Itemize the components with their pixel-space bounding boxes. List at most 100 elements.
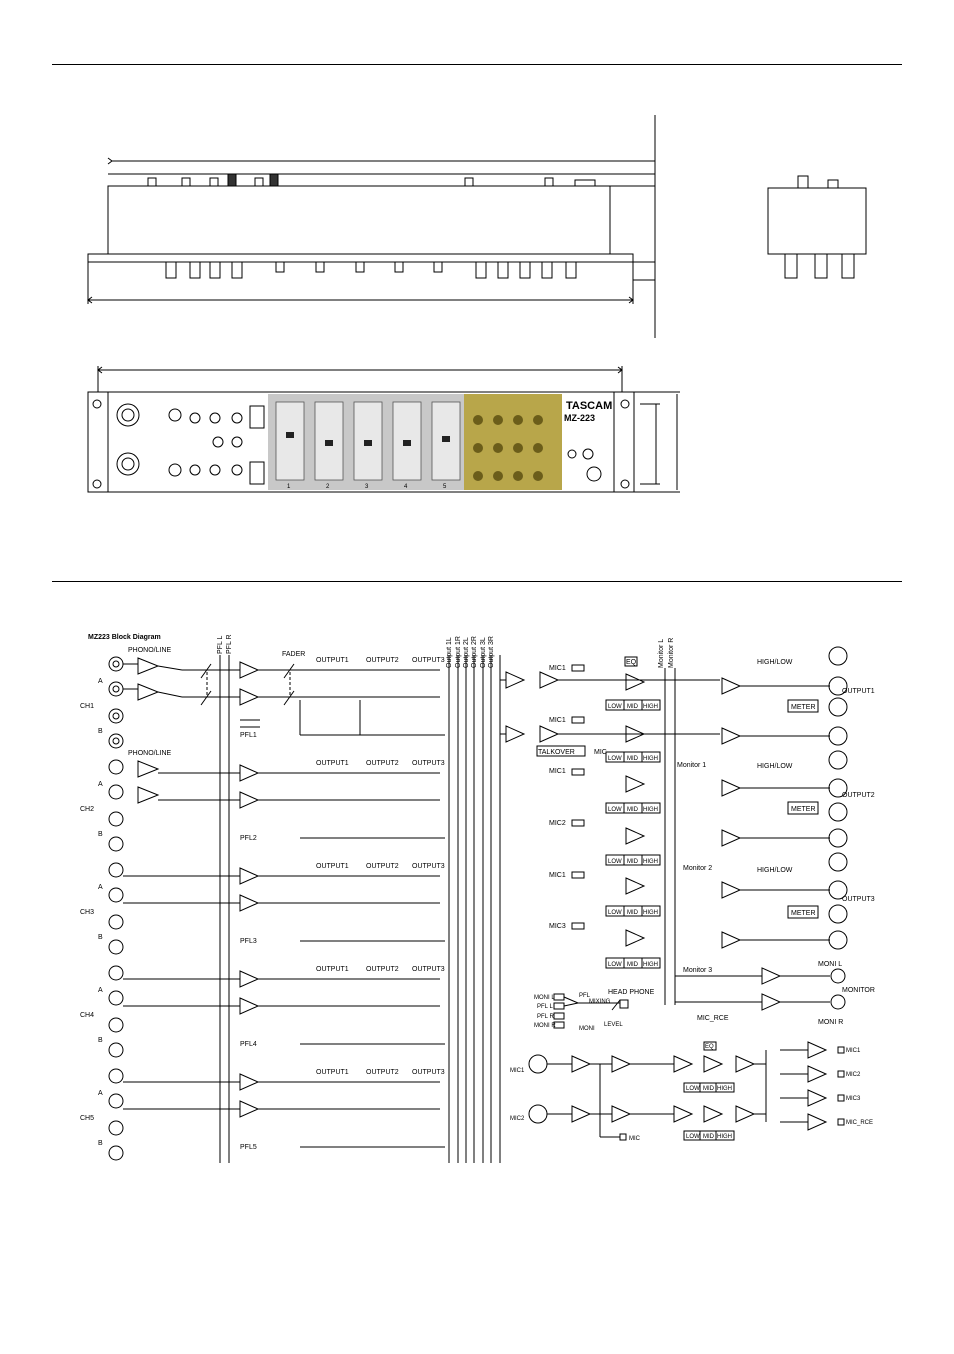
ch4-label: CH4 bbox=[80, 1012, 94, 1019]
mic-rce-out: MIC_RCE bbox=[697, 1015, 729, 1022]
ch1-out1: OUTPUT1 bbox=[316, 657, 349, 664]
bus-label-out2r: Output 2R bbox=[471, 636, 478, 668]
monitor-1-label: Monitor 1 bbox=[677, 762, 706, 769]
moni-r-out: MONI R bbox=[818, 1019, 843, 1026]
channel-strip-1: CH1 A B PHONO/LINE PFL1 FADER OUTPUT1 OU… bbox=[80, 647, 445, 749]
front-model: MZ-223 bbox=[564, 413, 595, 423]
mic-out-rce: MIC_RCE bbox=[846, 1120, 873, 1126]
eq6-high: HIGH bbox=[643, 962, 658, 968]
ch5-label: CH5 bbox=[80, 1115, 94, 1122]
ch3-out2: OUTPUT2 bbox=[366, 863, 399, 870]
ch5-out3: OUTPUT3 bbox=[412, 1069, 445, 1076]
ch1-out3: OUTPUT3 bbox=[412, 657, 445, 664]
bus-label-out1l: Output 1L bbox=[446, 637, 453, 668]
eq1-mid: MID bbox=[627, 704, 639, 710]
ch2-phono: PHONO/LINE bbox=[128, 750, 172, 757]
eq4-low: LOW bbox=[608, 859, 622, 865]
mic-eq1-high: HIGH bbox=[717, 1086, 732, 1092]
channel-strip-2: CH2 A B PHONO/LINE PFL2 OUTPUT1 OUTPUT2 … bbox=[80, 750, 445, 852]
high-low-1: HIGH/LOW bbox=[757, 659, 793, 666]
hp-mixing: MIXING bbox=[589, 999, 611, 1005]
eq2-high: HIGH bbox=[643, 756, 658, 762]
eq6-low: LOW bbox=[608, 962, 622, 968]
mic-eq1-mid: MID bbox=[703, 1086, 715, 1092]
eq5-low: LOW bbox=[608, 910, 622, 916]
ch5-out2: OUTPUT2 bbox=[366, 1069, 399, 1076]
mic-eq-label: EQ bbox=[705, 1044, 714, 1050]
channel-strip-5: CH5 A B PFL5 OUTPUT1 OUTPUT2 OUTPUT3 bbox=[80, 1068, 445, 1161]
ch4-a: A bbox=[98, 987, 103, 994]
eq2-mid: MID bbox=[627, 756, 639, 762]
mic-eq1-low: LOW bbox=[686, 1086, 700, 1092]
meter-1: METER bbox=[791, 704, 816, 711]
ch1-a: A bbox=[98, 678, 103, 685]
eq1-low: LOW bbox=[608, 704, 622, 710]
ch2-out3: OUTPUT3 bbox=[412, 760, 445, 767]
ch1-label: CH1 bbox=[80, 703, 94, 710]
eq4-mid: MID bbox=[627, 859, 639, 865]
monitor-3-label: Monitor 3 bbox=[683, 967, 712, 974]
ch5-pfl: PFL5 bbox=[240, 1144, 257, 1151]
mic-out-3: MIC3 bbox=[846, 1096, 861, 1102]
hp-moni-r: MONI R bbox=[534, 1023, 556, 1029]
eq4-high: HIGH bbox=[643, 859, 658, 865]
hp-moni-l: MONI L bbox=[534, 995, 555, 1001]
ch4-out3: OUTPUT3 bbox=[412, 966, 445, 973]
meter-2: METER bbox=[791, 806, 816, 813]
ch4-out2: OUTPUT2 bbox=[366, 966, 399, 973]
ch3-b: B bbox=[98, 934, 103, 941]
front-ch-3: 3 bbox=[365, 484, 369, 490]
mic-tag-bottom: MIC bbox=[629, 1136, 641, 1142]
output1-label: OUTPUT1 bbox=[842, 688, 875, 695]
mic1-tag-c: MIC1 bbox=[549, 768, 566, 775]
mic3-tag-a: MIC3 bbox=[549, 923, 566, 930]
ch3-out1: OUTPUT1 bbox=[316, 863, 349, 870]
ch4-b: B bbox=[98, 1037, 103, 1044]
hp-pfl-l: PFL L bbox=[537, 1004, 553, 1010]
meter-3: METER bbox=[791, 910, 816, 917]
high-low-2: HIGH/LOW bbox=[757, 763, 793, 770]
front-brand: TASCAM bbox=[566, 400, 612, 412]
ch2-out1: OUTPUT1 bbox=[316, 760, 349, 767]
bus-label-pfl-l: PFL L bbox=[217, 635, 224, 654]
eq5-mid: MID bbox=[627, 910, 639, 916]
monitor-out-label: MONITOR bbox=[842, 987, 875, 994]
ch5-b: B bbox=[98, 1140, 103, 1147]
ch2-a: A bbox=[98, 781, 103, 788]
ch1-out2: OUTPUT2 bbox=[366, 657, 399, 664]
mic-in-1: MIC1 bbox=[510, 1068, 525, 1074]
bus-label-out2l: Output 2L bbox=[463, 637, 470, 668]
mic1-tag-d: MIC1 bbox=[549, 872, 566, 879]
mic-eq2-mid: MID bbox=[703, 1134, 715, 1140]
ch1-b: B bbox=[98, 728, 103, 735]
front-ch-5: 5 bbox=[443, 484, 447, 490]
ch5-out1: OUTPUT1 bbox=[316, 1069, 349, 1076]
hp-pfl-r: PFL R bbox=[537, 1014, 554, 1020]
bus-label-pfl-r: PFL R bbox=[226, 634, 233, 654]
ch1-phono: PHONO/LINE bbox=[128, 647, 172, 654]
block-diagram-title: MZ223 Block Diagram bbox=[88, 634, 161, 641]
section-rule bbox=[52, 581, 902, 582]
mic-in-2: MIC2 bbox=[510, 1116, 525, 1122]
mic2-tag-a: MIC2 bbox=[549, 820, 566, 827]
dimensional-drawings: TASCAM MZ-223 1 2 3 4 5 bbox=[87, 115, 867, 493]
ch3-out3: OUTPUT3 bbox=[412, 863, 445, 870]
bus-label-moni-r: Monitor R bbox=[668, 638, 675, 668]
ch4-out1: OUTPUT1 bbox=[316, 966, 349, 973]
ch2-out2: OUTPUT2 bbox=[366, 760, 399, 767]
hp-moni: MONI bbox=[579, 1026, 595, 1032]
talkover-label: TALKOVER bbox=[538, 749, 575, 756]
ch2-b: B bbox=[98, 831, 103, 838]
ch2-label: CH2 bbox=[80, 806, 94, 813]
mic-eq2-high: HIGH bbox=[717, 1134, 732, 1140]
mic1-tag-b: MIC1 bbox=[549, 717, 566, 724]
front-ch-2: 2 bbox=[326, 484, 330, 490]
monitor-2-label: Monitor 2 bbox=[683, 865, 712, 872]
ch5-a: A bbox=[98, 1090, 103, 1097]
ch3-a: A bbox=[98, 884, 103, 891]
eq2-low: LOW bbox=[608, 756, 622, 762]
bus-label-out1r: Output 1R bbox=[455, 636, 462, 668]
ch2-pfl: PFL2 bbox=[240, 835, 257, 842]
eq3-high: HIGH bbox=[643, 807, 658, 813]
mic-out-2: MIC2 bbox=[846, 1072, 861, 1078]
